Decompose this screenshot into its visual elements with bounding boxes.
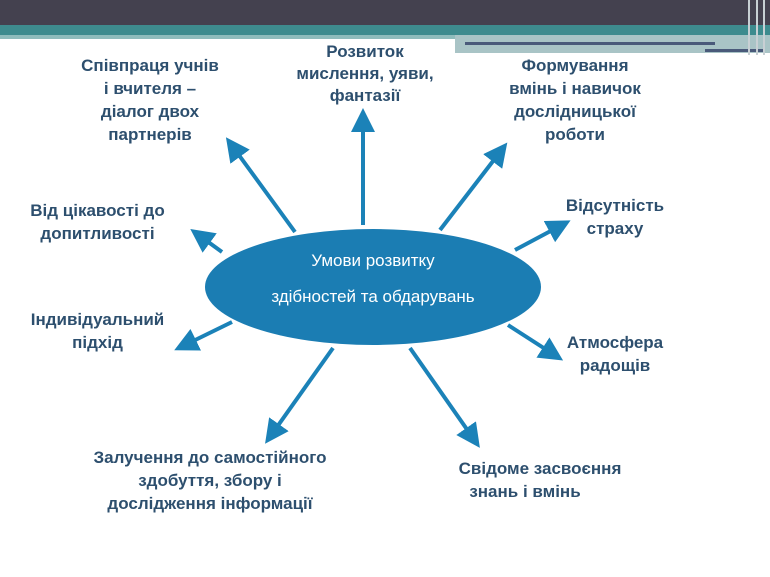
text-line: Залучення до самостійного (93, 448, 327, 467)
text-line: роботи (544, 125, 605, 144)
decor-line (705, 49, 765, 52)
label-top: Розвиток мислення, уяви, фантазії (280, 41, 450, 107)
text-line: Формування (521, 56, 629, 75)
text-line: знань і вмінь (469, 482, 581, 501)
text-line: Свідоме засвоєння (458, 459, 622, 478)
arrow-left-upper (190, 228, 224, 254)
title-bar (0, 0, 770, 25)
text-line: Співпраця учнів (81, 56, 219, 75)
center-line: Умови розвитку (311, 251, 435, 270)
label-right-lower: Атмосфера радощів (540, 331, 690, 377)
arrow-bottom-right (408, 346, 480, 448)
arrow-upper-right (438, 142, 508, 232)
decor-line (748, 0, 750, 55)
text-line: вмінь і навичок (509, 79, 641, 98)
label-left-lower: Індивідуальний підхід (5, 308, 190, 354)
text-line: здобуття, збору і (138, 471, 282, 490)
decor-line (756, 0, 758, 55)
label-upper-left: Співпраця учнів і вчителя – діалог двох … (55, 54, 245, 146)
text-line: Від цікавості до (30, 201, 165, 220)
text-line: Індивідуальний (30, 310, 165, 329)
arrow-upper-left (225, 137, 297, 234)
decor-line (465, 42, 715, 45)
text-line: страху (586, 219, 644, 238)
decor-line (763, 0, 765, 55)
arrow-left-lower (174, 320, 233, 351)
center-line: здібностей та обдарувань (271, 287, 475, 306)
text-line: діалог двох (100, 102, 200, 121)
text-line: допитливості (40, 224, 155, 243)
text-line: фантазії (329, 86, 401, 105)
center-text: Умови розвитку здібностей та обдарувань (205, 243, 541, 315)
arrow-right-upper (514, 220, 571, 252)
text-line: радощів (579, 356, 651, 375)
text-line: дослідження інформації (107, 494, 313, 513)
decor-stripe (0, 25, 770, 35)
text-line: мислення, уяви, (296, 64, 434, 83)
text-line: партнерів (108, 125, 192, 144)
text-line: дослідницької (514, 102, 636, 121)
text-line: підхід (72, 333, 123, 352)
text-line: Атмосфера (566, 333, 664, 352)
decor-stripe (0, 35, 455, 39)
label-upper-right: Формування вмінь і навичок дослідницької… (480, 54, 670, 146)
center-ellipse (205, 229, 541, 345)
arrow-bottom-left (265, 346, 335, 444)
arrow-right-lower (506, 323, 564, 361)
text-line: Відсутність (565, 196, 665, 215)
text-line: і вчителя – (103, 79, 197, 98)
label-bottom-right: Свідоме засвоєння знань і вмінь (430, 457, 650, 503)
text-line: Розвиток (326, 42, 404, 61)
label-left-upper: Від цікавості до допитливості (5, 199, 190, 245)
label-right-upper: Відсутність страху (540, 194, 690, 240)
label-bottom-left: Залучення до самостійного здобуття, збор… (55, 446, 365, 515)
